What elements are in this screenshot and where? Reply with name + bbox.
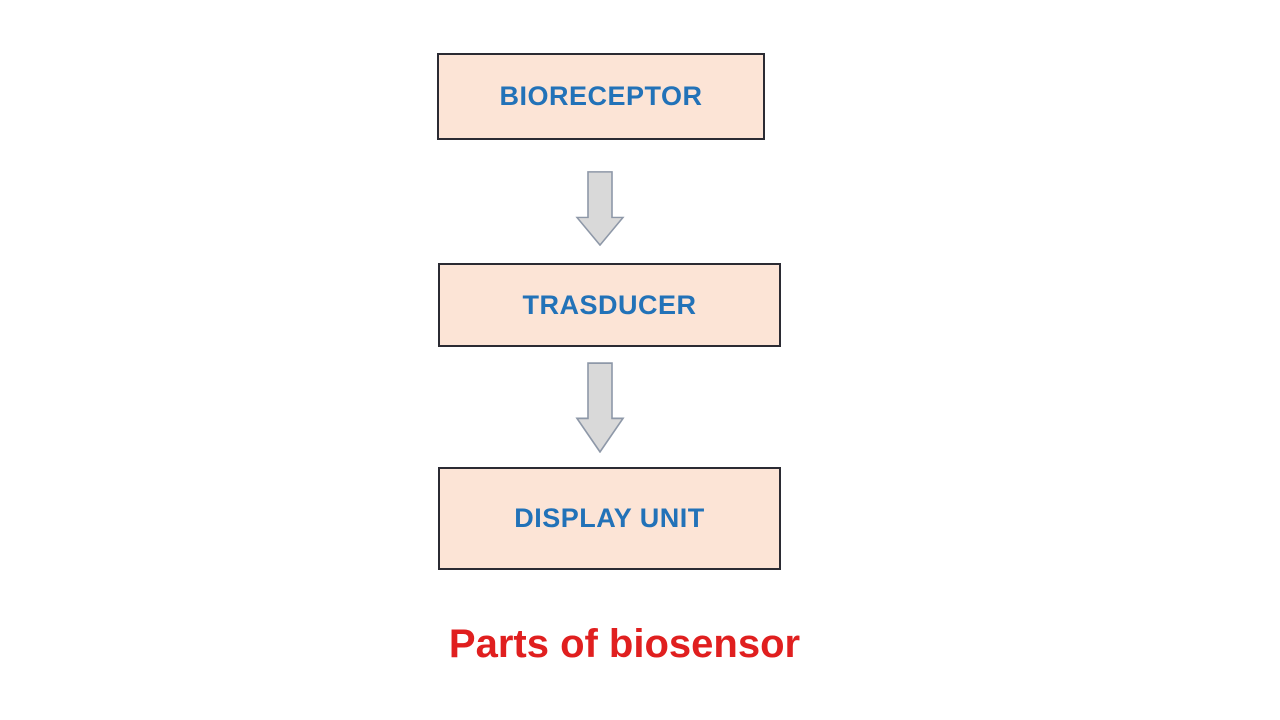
display-unit-label: DISPLAY UNIT — [514, 503, 705, 533]
flow-box-trasducer: TRASDUCER — [438, 263, 781, 347]
flow-box-display-unit: DISPLAY UNIT — [438, 467, 781, 570]
diagram-caption: Parts of biosensor — [448, 622, 801, 666]
down-arrow-icon — [575, 171, 625, 246]
trasducer-label: TRASDUCER — [522, 289, 697, 320]
down-arrow-icon — [575, 362, 625, 453]
bioreceptor-label: BIORECEPTOR — [499, 81, 703, 111]
flow-box-bioreceptor: BIORECEPTOR — [437, 53, 765, 140]
